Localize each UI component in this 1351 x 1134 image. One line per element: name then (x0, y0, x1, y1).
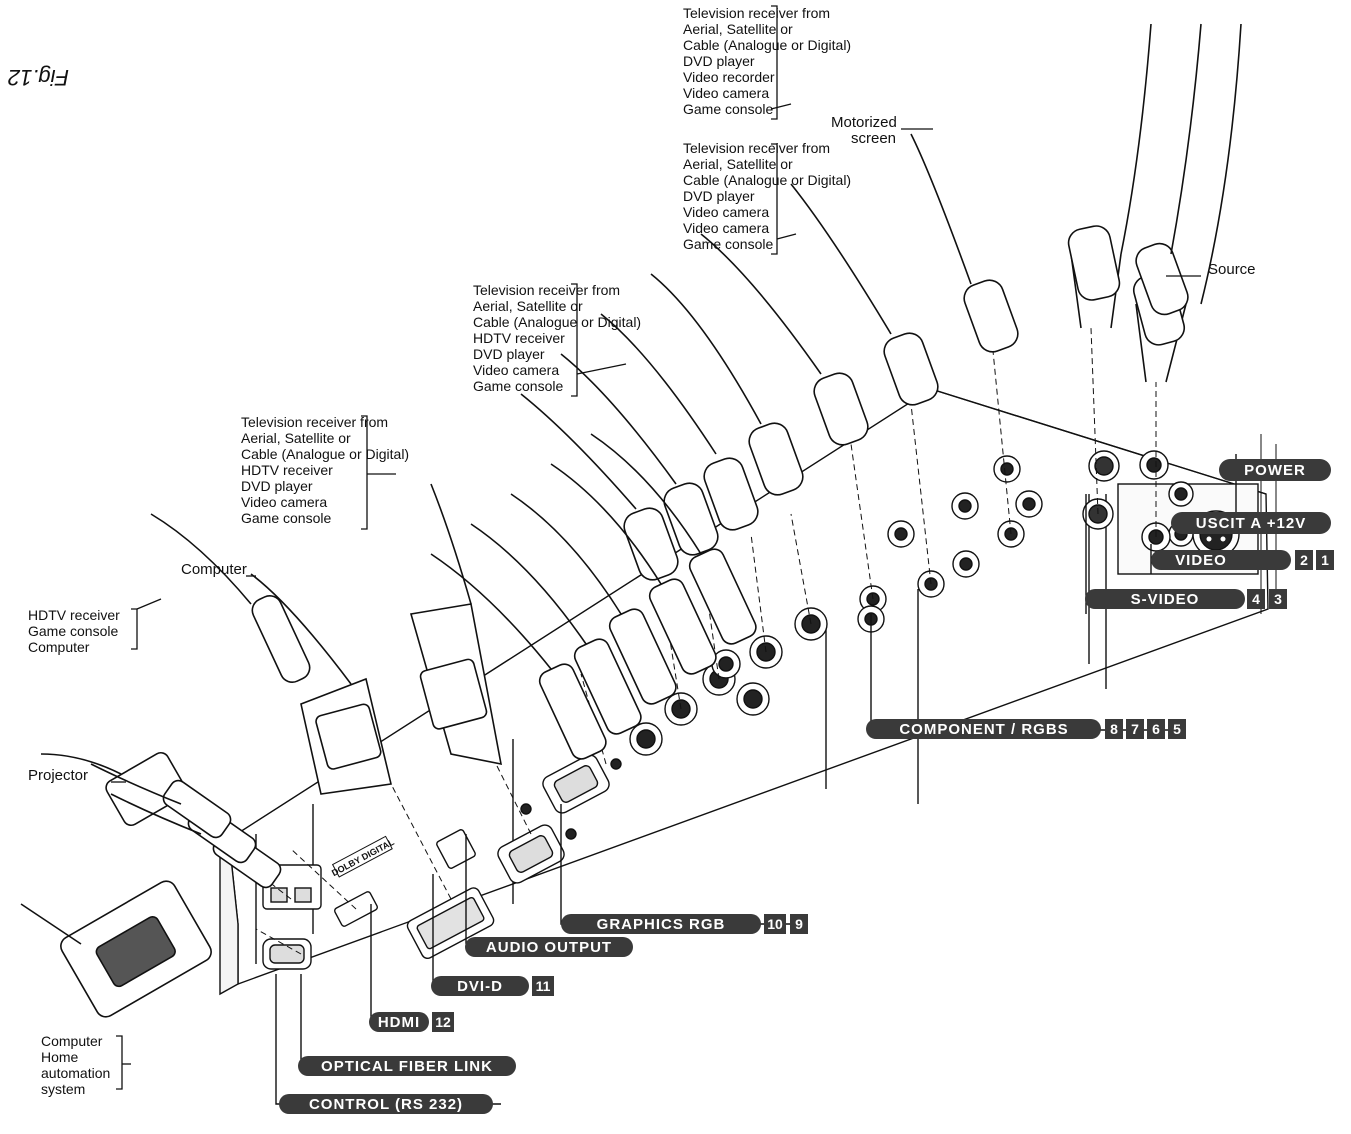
list-video-line-4: DVD player (683, 53, 755, 69)
pill-optical-label: OPTICAL FIBER LINK (321, 1058, 493, 1075)
pill-component-num-6: 6 (1152, 721, 1160, 737)
label-motorized-screen: Motorized screen (831, 114, 933, 147)
component-plugs (520, 133, 1019, 581)
list-video-line-3: Cable (Analogue or Digital) (683, 37, 851, 53)
pill-graphics-num-10: 10 (767, 916, 783, 932)
device-list-rs232: Computer Home automation system (41, 1033, 131, 1097)
pill-graphics-label: GRAPHICS RGB (597, 916, 726, 933)
list-svideo-line-3: Cable (Analogue or Digital) (683, 172, 851, 188)
vga-plugs (250, 483, 503, 795)
pill-graphics-num-9: 9 (795, 916, 803, 932)
motorized-label-1: Motorized (831, 114, 897, 131)
pill-uscit-label: USCIT A +12V (1196, 515, 1307, 532)
source-label: Source (1208, 261, 1256, 278)
pill-power-label: POWER (1244, 462, 1306, 479)
list-rs232-line-2: Home (41, 1049, 79, 1065)
cables (20, 23, 1242, 1018)
list-video-line-6: Video camera (683, 85, 769, 101)
rs232-plug (20, 880, 212, 1018)
list-video-line-1: Television receiver from (683, 5, 830, 21)
list-component-line-7: Game console (473, 378, 563, 394)
rear-panel (219, 388, 1277, 996)
list-video-line-7: Game console (683, 101, 773, 117)
list-hdmi-line-1: HDTV receiver (28, 607, 120, 623)
label-computer: Computer (181, 561, 256, 578)
list-hdmi-line-2: Game console (28, 623, 118, 639)
computer-label: Computer (181, 561, 247, 578)
pill-video-num-a: 2 (1300, 552, 1308, 568)
list-bnc-line-1: Television receiver from (241, 414, 388, 430)
pill-graphics: GRAPHICS RGB 10 9 (561, 914, 808, 934)
list-component-line-2: Aerial, Satellite or (473, 298, 583, 314)
pill-component-num-8: 8 (1110, 721, 1118, 737)
device-list-component: Television receiver from Aerial, Satelli… (473, 282, 641, 397)
list-svideo-line-5: Video camera (683, 204, 769, 220)
list-bnc-line-5: DVD player (241, 478, 313, 494)
pill-dvid-num: 11 (536, 978, 551, 994)
device-list-svideo: Television receiver from Aerial, Satelli… (683, 140, 851, 255)
pill-audio: AUDIO OUTPUT (465, 937, 633, 957)
list-bnc-line-3: Cable (Analogue or Digital) (241, 446, 409, 462)
list-video-line-2: Aerial, Satellite or (683, 21, 793, 37)
pill-audio-label: AUDIO OUTPUT (486, 939, 612, 956)
list-bnc-line-7: Game console (241, 510, 331, 526)
pill-hdmi-label: HDMI (378, 1014, 420, 1031)
list-bnc-line-6: Video camera (241, 494, 327, 510)
pill-video: VIDEO 2 1 (1151, 550, 1334, 570)
figure-label: Fig.12 (8, 65, 69, 90)
list-component-line-3: Cable (Analogue or Digital) (473, 314, 641, 330)
power-plug (1135, 23, 1202, 316)
device-list-hdmi: HDTV receiver Game console Computer (28, 598, 162, 655)
pill-control: CONTROL (RS 232) (279, 1094, 493, 1114)
pill-optical: OPTICAL FIBER LINK (298, 1056, 516, 1076)
list-rs232-line-3: automation (41, 1065, 110, 1081)
optical-plugs (90, 763, 282, 889)
list-video-line-5: Video recorder (683, 69, 775, 85)
pill-video-num-b: 1 (1321, 552, 1329, 568)
pill-component-num-7: 7 (1131, 721, 1139, 737)
list-rs232-line-1: Computer (41, 1033, 103, 1049)
pill-video-label: VIDEO (1175, 552, 1227, 569)
list-component-line-1: Television receiver from (473, 282, 620, 298)
pill-hdmi: HDMI 12 (369, 1012, 454, 1032)
list-svideo-line-1: Television receiver from (683, 140, 830, 156)
projector-label: Projector (28, 767, 88, 784)
pill-component-num-5: 5 (1173, 721, 1181, 737)
pill-component: COMPONENT / RGBS 8 7 6 5 (866, 719, 1186, 739)
pill-svideo-num-a: 4 (1252, 591, 1260, 607)
list-svideo-line-7: Game console (683, 236, 773, 252)
pill-dvid: DVI-D 11 (431, 976, 554, 996)
device-list-bnc: Television receiver from Aerial, Satelli… (241, 414, 409, 530)
bnc-plugs (430, 433, 757, 760)
list-component-line-4: HDTV receiver (473, 330, 565, 346)
audio-jack-plug (150, 513, 311, 683)
list-svideo-line-6: Video camera (683, 220, 769, 236)
pill-svideo: S-VIDEO 4 3 (1085, 589, 1287, 609)
pill-uscit: USCIT A +12V (1171, 512, 1331, 534)
device-list-video: Television receiver from Aerial, Satelli… (683, 5, 851, 120)
list-component-line-6: Video camera (473, 362, 559, 378)
pill-control-label: CONTROL (RS 232) (309, 1096, 463, 1113)
pill-hdmi-num: 12 (435, 1014, 451, 1030)
pill-svideo-label: S-VIDEO (1131, 591, 1200, 608)
motorized-label-2: screen (851, 130, 896, 147)
list-bnc-line-2: Aerial, Satellite or (241, 430, 351, 446)
list-hdmi-line-3: Computer (28, 639, 90, 655)
hdmi-plug (40, 751, 187, 827)
pill-power: POWER (1219, 459, 1331, 481)
label-projector: Projector (28, 767, 126, 784)
list-bnc-line-4: HDTV receiver (241, 462, 333, 478)
list-svideo-line-4: DVD player (683, 188, 755, 204)
list-svideo-line-2: Aerial, Satellite or (683, 156, 793, 172)
pill-component-label: COMPONENT / RGBS (899, 721, 1068, 738)
list-component-line-5: DVD player (473, 346, 545, 362)
video-plugs (1067, 23, 1242, 383)
pill-dvid-label: DVI-D (457, 978, 503, 995)
list-rs232-line-4: system (41, 1081, 85, 1097)
pill-svideo-num-b: 3 (1274, 591, 1282, 607)
label-source: Source (1166, 261, 1256, 278)
